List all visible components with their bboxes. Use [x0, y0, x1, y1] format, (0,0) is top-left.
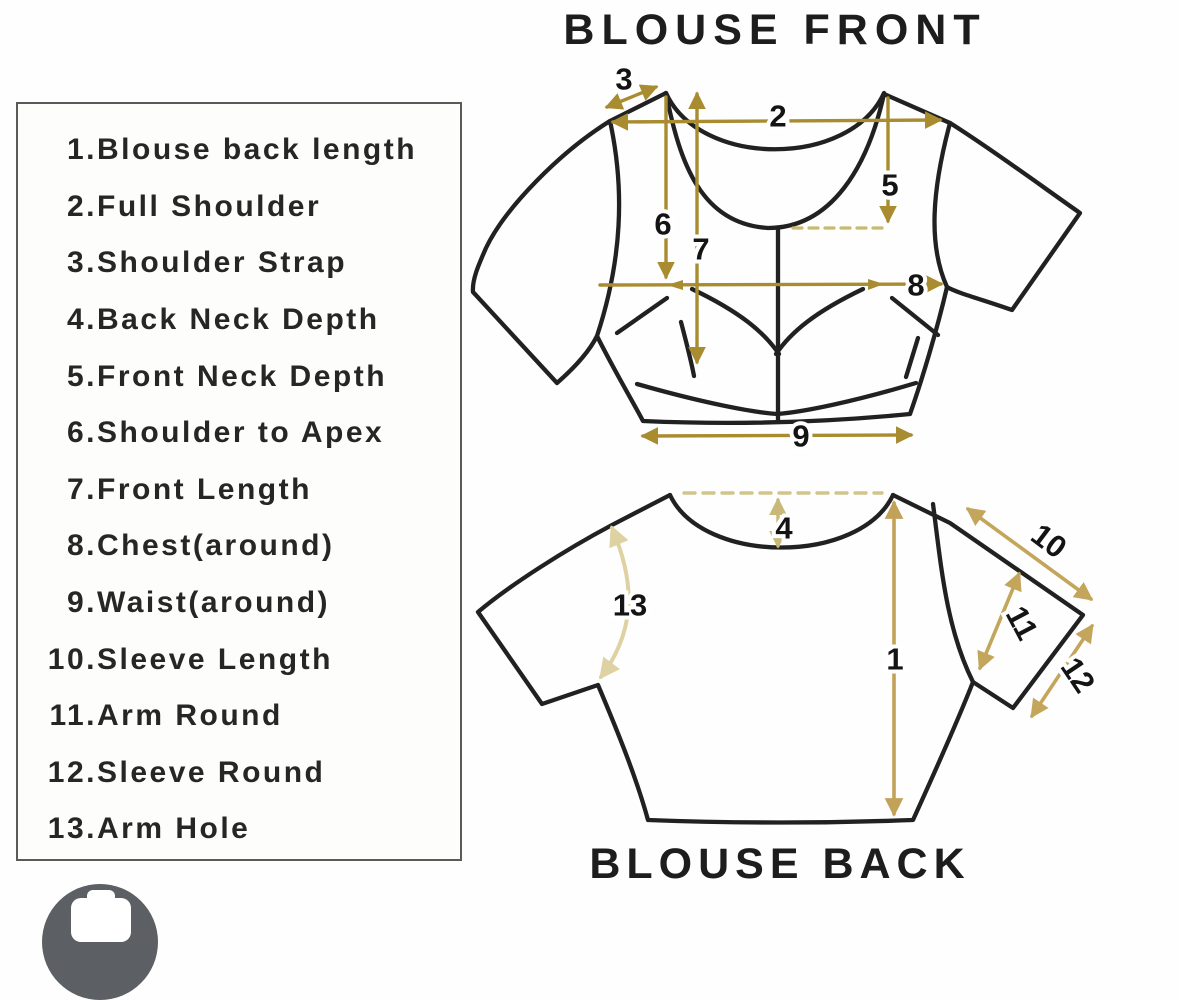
legend-item-8: 8.Chest(around)	[18, 518, 460, 575]
legend-label: Arm Hole	[97, 812, 251, 846]
front-label-5: 5	[881, 168, 898, 203]
legend-item-5: 5.Front Neck Depth	[18, 348, 460, 405]
legend-label: Blouse back length	[97, 133, 418, 167]
legend-label: Front Neck Depth	[97, 359, 388, 393]
front-title: BLOUSE FRONT	[563, 6, 987, 54]
legend-item-2: 2.Full Shoulder	[18, 179, 460, 236]
front-dart-right	[889, 295, 941, 338]
back-label-12: 12	[1054, 651, 1102, 699]
measure-line-13-arm-hole	[599, 525, 631, 680]
front-bust-curve-right	[773, 286, 866, 357]
legend-label: Sleeve Round	[97, 755, 326, 789]
front-dart-tick-right	[903, 335, 921, 380]
camera-icon-body	[71, 898, 131, 942]
front-label-2: 2	[769, 99, 786, 134]
back-body-outline	[475, 492, 1086, 825]
back-right-armhole-seam	[930, 501, 976, 685]
measure-line-12-sleeve-round	[1030, 623, 1094, 719]
front-body-outline	[470, 90, 1083, 426]
blouse-measurement-chart: 1.Blouse back length 2.Full Shoulder 3.S…	[16, 6, 1106, 1000]
legend-item-3: 3.Shoulder Strap	[18, 235, 460, 292]
legend-label: Shoulder Strap	[97, 246, 348, 280]
legend-number: 1.	[66, 133, 97, 167]
measure-line-11-arm-round	[977, 571, 1022, 671]
front-label-3: 3	[615, 62, 632, 97]
legend-label: Shoulder to Apex	[97, 416, 385, 450]
legend-label: Full Shoulder	[97, 189, 322, 223]
front-measure-lines	[598, 84, 944, 445]
back-label-4: 4	[775, 511, 793, 546]
legend-item-11: 11.Arm Round	[18, 688, 460, 745]
legend-label: Waist(around)	[97, 586, 331, 620]
legend-label: Chest(around)	[97, 529, 335, 563]
measure-arrowhead-8-mid	[868, 279, 884, 290]
legend-number: 7.	[66, 472, 97, 506]
back-title: BLOUSE BACK	[589, 840, 971, 888]
front-left-armhole-seam	[594, 118, 622, 339]
legend-number: 3.	[66, 246, 97, 280]
legend-number: 10.	[47, 642, 97, 676]
front-dart-tick-left	[678, 319, 697, 379]
legend-number: 5.	[66, 359, 97, 393]
front-label-6: 6	[654, 207, 671, 242]
legend-label: Front Length	[97, 472, 312, 506]
back-label-13: 13	[613, 588, 647, 623]
legend-number: 9.	[66, 586, 97, 620]
legend-item-12: 12.Sleeve Round	[18, 745, 460, 802]
front-label-7: 7	[692, 232, 709, 267]
legend-number: 12.	[47, 755, 97, 789]
legend-label: Arm Round	[97, 699, 283, 733]
blouse-diagrams: 3 2 5 6 7 8 9 4 1 13 10 11 12	[470, 58, 1106, 825]
camera-lens-button[interactable]	[42, 884, 158, 1000]
back-label-1: 1	[886, 642, 903, 677]
legend-item-10: 10.Sleeve Length	[18, 631, 460, 688]
legend-item-1: 1.Blouse back length	[18, 122, 460, 179]
legend-item-4: 4.Back Neck Depth	[18, 292, 460, 349]
measure-line-10-sleeve-length	[965, 507, 1094, 601]
legend-item-6: 6.Shoulder to Apex	[18, 405, 460, 462]
legend-number: 11.	[49, 699, 97, 733]
legend-number: 8.	[66, 529, 97, 563]
front-label-9: 9	[792, 419, 809, 454]
legend-number: 6.	[66, 416, 97, 450]
front-right-armhole-seam	[932, 120, 953, 290]
legend-label: Sleeve Length	[97, 642, 333, 676]
front-waistband-seam	[634, 380, 919, 417]
legend-item-13: 13.Arm Hole	[18, 801, 460, 858]
front-dart-left	[614, 295, 670, 336]
measure-arrowhead-8-left	[667, 280, 683, 290]
legend-number: 2.	[66, 189, 97, 223]
measure-line-3-shoulder-strap	[604, 84, 659, 110]
measure-line-9-waist	[640, 426, 914, 445]
back-measure-lines	[599, 491, 1094, 817]
measure-number-labels: 3 2 5 6 7 8 9 4 1 13 10 11 12	[609, 58, 1106, 704]
front-scoop-neckline	[663, 90, 887, 231]
measurement-legend: 1.Blouse back length 2.Full Shoulder 3.S…	[16, 102, 462, 861]
legend-label: Back Neck Depth	[97, 303, 380, 337]
legend-item-9: 9.Waist(around)	[18, 575, 460, 632]
front-label-8: 8	[907, 268, 924, 303]
legend-item-7: 7.Front Length	[18, 462, 460, 519]
front-blouse-outline	[470, 90, 1083, 426]
legend-number: 4.	[66, 303, 97, 337]
front-bust-curve-left	[689, 286, 782, 357]
measure-line-8-chest	[598, 275, 944, 293]
legend-number: 13.	[47, 812, 97, 846]
